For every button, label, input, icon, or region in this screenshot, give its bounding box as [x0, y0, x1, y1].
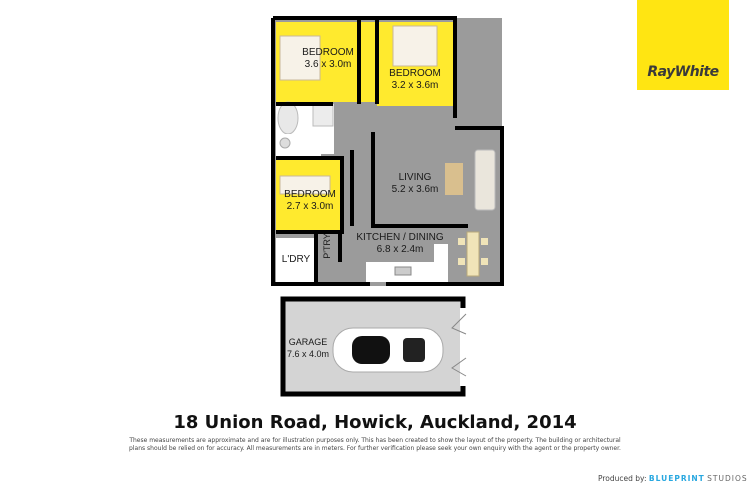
- bedroom-3-area: [276, 160, 342, 232]
- credit-brand: BLUEPRINT: [648, 474, 705, 483]
- room-name: KITCHEN / DINING: [356, 232, 444, 243]
- room-label-bedroom-3: BEDROOM 2.7 x 3.0m: [280, 189, 340, 213]
- room-label-laundry: L'DRY: [276, 254, 316, 266]
- disclaimer-line-1: These measurements are approximate and a…: [129, 437, 621, 444]
- room-name: BEDROOM: [389, 68, 441, 79]
- room-size: 6.8 x 2.4m: [376, 244, 424, 255]
- room-name: L'DRY: [281, 254, 311, 265]
- credit: Produced by: BLUEPRINT STUDIOS: [598, 474, 748, 483]
- room-name: P'TRY: [322, 233, 332, 259]
- raywhite-logo: RayWhite: [637, 0, 729, 90]
- room-size: 7.6 x 4.0m: [286, 349, 330, 359]
- room-size: 3.6 x 3.0m: [304, 59, 352, 70]
- room-name: GARAGE: [288, 337, 328, 347]
- logo-text: RayWhite: [647, 64, 719, 80]
- room-label-garage: GARAGE 7.6 x 4.0m: [283, 336, 333, 360]
- room-label-pantry: P'TRY: [321, 231, 333, 261]
- room-label-living: LIVING 5.2 x 3.6m: [380, 172, 450, 196]
- room-name: BEDROOM: [302, 47, 354, 58]
- room-name: BEDROOM: [284, 189, 336, 200]
- credit-suffix: STUDIOS: [707, 474, 748, 483]
- room-size: 3.2 x 3.6m: [391, 80, 439, 91]
- disclaimer: These measurements are approximate and a…: [120, 437, 630, 453]
- car-icon: [332, 327, 444, 373]
- room-label-kitchen-dining: KITCHEN / DINING 6.8 x 2.4m: [350, 232, 450, 256]
- property-address: 18 Union Road, Howick, Auckland, 2014: [173, 412, 577, 433]
- room-size: 2.7 x 3.0m: [286, 201, 334, 212]
- room-name: LIVING: [398, 172, 432, 183]
- room-size: 5.2 x 3.6m: [391, 184, 439, 195]
- disclaimer-line-2: plans should be relied on for accuracy. …: [129, 445, 621, 452]
- credit-prefix: Produced by:: [598, 474, 647, 483]
- room-label-bedroom-2: BEDROOM 3.2 x 3.6m: [383, 68, 447, 92]
- room-label-bedroom-1: BEDROOM 3.6 x 3.0m: [296, 47, 360, 71]
- floor-plan: [271, 16, 504, 397]
